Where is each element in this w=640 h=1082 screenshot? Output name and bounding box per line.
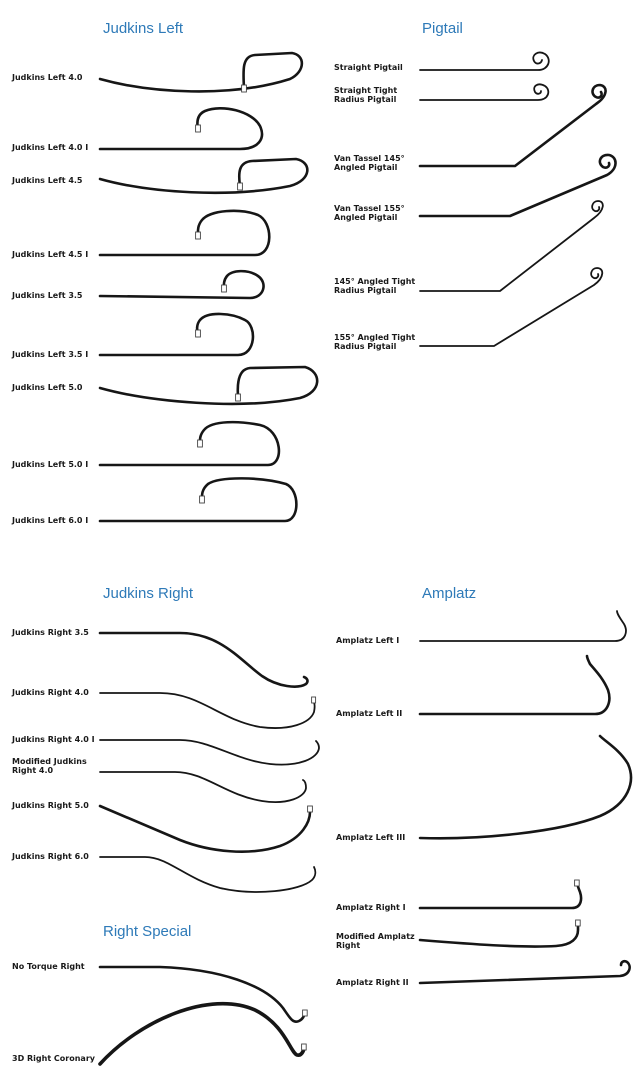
label-judkins-left-5-0-i: Judkins Left 5.0 I bbox=[12, 460, 89, 469]
curve-van-tassel-145 bbox=[418, 83, 607, 168]
curve-amplatz-right-ii bbox=[418, 959, 631, 985]
curve-straight-tight-radius-pigtail bbox=[419, 83, 550, 101]
judkins-right-heading: Judkins Right bbox=[103, 585, 194, 602]
label-judkins-left-4-0: Judkins Left 4.0 bbox=[12, 73, 83, 82]
curve-3d-right-coronary bbox=[98, 1001, 307, 1066]
label-straight-pigtail: Straight Pigtail bbox=[334, 63, 403, 72]
label-modified-judkins-right-4-0: Modified Judkins Right 4.0 bbox=[12, 757, 87, 775]
curve-judkins-left-6-0-i bbox=[98, 477, 298, 523]
label-judkins-left-3-5: Judkins Left 3.5 bbox=[12, 291, 83, 300]
label-judkins-right-3-5: Judkins Right 3.5 bbox=[12, 628, 89, 637]
curve-modified-judkins-right-4-0 bbox=[99, 771, 307, 803]
curve-judkins-left-3-5 bbox=[98, 269, 265, 300]
label-155-angled-tight-radius-pigtail: 155° Angled Tight Radius Pigtail bbox=[334, 333, 416, 351]
label-judkins-right-4-0-i: Judkins Right 4.0 I bbox=[12, 735, 95, 744]
pigtail-heading: Pigtail bbox=[422, 20, 463, 37]
label-145-angled-tight-radius-pigtail: 145° Angled Tight Radius Pigtail bbox=[334, 277, 416, 295]
curve-straight-pigtail bbox=[419, 51, 550, 71]
label-modified-amplatz-right: Modified Amplatz Right bbox=[336, 932, 415, 950]
label-amplatz-right-ii: Amplatz Right II bbox=[336, 978, 409, 987]
curve-judkins-left-4-5-i bbox=[98, 209, 271, 257]
curve-155-angled-tight-radius-pigtail bbox=[419, 267, 604, 347]
label-judkins-right-4-0: Judkins Right 4.0 bbox=[12, 688, 89, 697]
curve-judkins-left-3-5-i bbox=[98, 312, 255, 357]
curve-judkins-right-5-0 bbox=[98, 804, 313, 853]
label-amplatz-left-ii: Amplatz Left II bbox=[336, 709, 403, 718]
label-judkins-right-6-0: Judkins Right 6.0 bbox=[12, 852, 89, 861]
curve-145-angled-tight-radius-pigtail bbox=[419, 200, 604, 292]
curve-judkins-right-3-5 bbox=[98, 631, 309, 688]
curve-amplatz-left-i bbox=[419, 610, 627, 642]
label-judkins-left-3-5-i: Judkins Left 3.5 I bbox=[12, 350, 89, 359]
label-judkins-left-4-5-i: Judkins Left 4.5 I bbox=[12, 250, 89, 259]
curve-no-torque-right bbox=[98, 965, 308, 1024]
curve-amplatz-left-ii bbox=[418, 654, 611, 716]
curve-judkins-left-5-0 bbox=[98, 365, 319, 406]
label-judkins-left-6-0-i: Judkins Left 6.0 I bbox=[12, 516, 89, 525]
curve-judkins-left-4-0 bbox=[98, 51, 304, 93]
label-van-tassel-145: Van Tassel 145° Angled Pigtail bbox=[334, 154, 405, 172]
curve-judkins-left-4-5 bbox=[98, 157, 309, 195]
label-judkins-right-5-0: Judkins Right 5.0 bbox=[12, 801, 89, 810]
curve-judkins-right-6-0 bbox=[99, 856, 317, 893]
curve-judkins-right-4-0 bbox=[99, 692, 317, 729]
curve-judkins-right-4-0-i bbox=[99, 739, 320, 766]
label-amplatz-left-i: Amplatz Left I bbox=[336, 636, 400, 645]
curve-van-tassel-155 bbox=[418, 153, 617, 218]
label-no-torque-right: No Torque Right bbox=[12, 962, 85, 971]
curve-judkins-left-5-0-i bbox=[98, 420, 281, 467]
label-judkins-left-4-0-i: Judkins Left 4.0 I bbox=[12, 143, 89, 152]
judkins-left-heading: Judkins Left bbox=[103, 20, 184, 37]
label-judkins-left-5-0: Judkins Left 5.0 bbox=[12, 383, 83, 392]
label-amplatz-right-i: Amplatz Right I bbox=[336, 903, 406, 912]
curve-amplatz-left-iii bbox=[418, 734, 633, 840]
right-special-heading: Right Special bbox=[103, 923, 192, 940]
label-straight-tight-radius-pigtail: Straight Tight Radius Pigtail bbox=[334, 86, 398, 104]
curve-amplatz-right-i bbox=[418, 879, 583, 910]
label-van-tassel-155: Van Tassel 155° Angled Pigtail bbox=[334, 204, 405, 222]
label-amplatz-left-iii: Amplatz Left III bbox=[336, 833, 406, 842]
label-3d-right-coronary: 3D Right Coronary bbox=[12, 1054, 95, 1063]
curve-modified-amplatz-right bbox=[418, 919, 581, 948]
amplatz-heading: Amplatz bbox=[422, 585, 477, 602]
curve-judkins-left-4-0-i bbox=[98, 107, 264, 151]
label-judkins-left-4-5: Judkins Left 4.5 bbox=[12, 176, 83, 185]
